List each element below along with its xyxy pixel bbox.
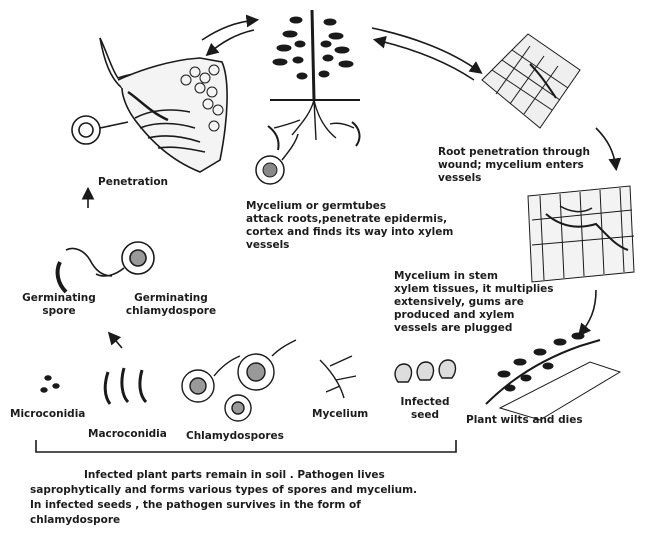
caption-line: Infected plant parts remain in soil . Pa… — [30, 468, 630, 483]
label-mycelium-stem: Mycelium in stem xylem tissues, it multi… — [394, 270, 554, 335]
text-line: attack roots,penetrate epidermis, — [246, 213, 453, 226]
spores-row-drawing — [41, 340, 356, 421]
label-chlamydospores: Chlamydospores — [186, 430, 284, 443]
text-line: Germinating — [14, 292, 104, 305]
label-plant-wilts: Plant wilts and dies — [466, 414, 583, 427]
caption-line: In infected seeds , the pathogen survive… — [30, 498, 630, 513]
label-infected-seed: Infected seed — [386, 396, 464, 422]
label-microconidia: Microconidia — [10, 408, 85, 421]
text-line: Infected — [386, 396, 464, 409]
label-mycelium-germtubes: Mycelium or germtubes attack roots,penet… — [246, 200, 453, 252]
text-line: extensively, gums are — [394, 296, 554, 309]
text-line: chlamydospore — [116, 305, 226, 318]
text-line: cortex and finds its way into xylem — [246, 226, 453, 239]
text-line: Mycelium or germtubes — [246, 200, 453, 213]
caption-line: chlamydospore — [30, 513, 630, 528]
wilted-plant-drawing — [486, 333, 620, 420]
label-mycelium: Mycelium — [312, 408, 368, 421]
text-line: wound; mycelium enters — [438, 159, 590, 172]
text-line: spore — [14, 305, 104, 318]
caption-text: Infected plant parts remain in soil . Pa… — [30, 468, 630, 528]
text-line: xylem tissues, it multiplies — [394, 283, 554, 296]
label-root-penetration: Root penetration through wound; mycelium… — [438, 146, 590, 185]
label-germinating-spore: Germinating spore — [14, 292, 104, 318]
penetration-drawing — [72, 38, 227, 172]
text-line: produced and xylem — [394, 309, 554, 322]
label-germinating-chlamydospore: Germinating chlamydospore — [116, 292, 226, 318]
label-penetration: Penetration — [98, 176, 168, 189]
caption-line: saprophytically and forms various types … — [30, 483, 630, 498]
stem-xylem-drawing — [528, 186, 634, 282]
text-line: Germinating — [116, 292, 226, 305]
text-line: vessels are plugged — [394, 322, 554, 335]
root-tissue-drawing — [482, 34, 580, 128]
plant-drawing — [256, 10, 360, 184]
text-line: vessels — [438, 172, 590, 185]
infected-seeds-drawing — [395, 360, 455, 382]
text-line: vessels — [246, 239, 453, 252]
text-line: seed — [386, 409, 464, 422]
text-line: Root penetration through — [438, 146, 590, 159]
label-macroconidia: Macroconidia — [88, 428, 167, 441]
text-line: Mycelium in stem — [394, 270, 554, 283]
germinating-spores-drawing — [58, 242, 154, 292]
